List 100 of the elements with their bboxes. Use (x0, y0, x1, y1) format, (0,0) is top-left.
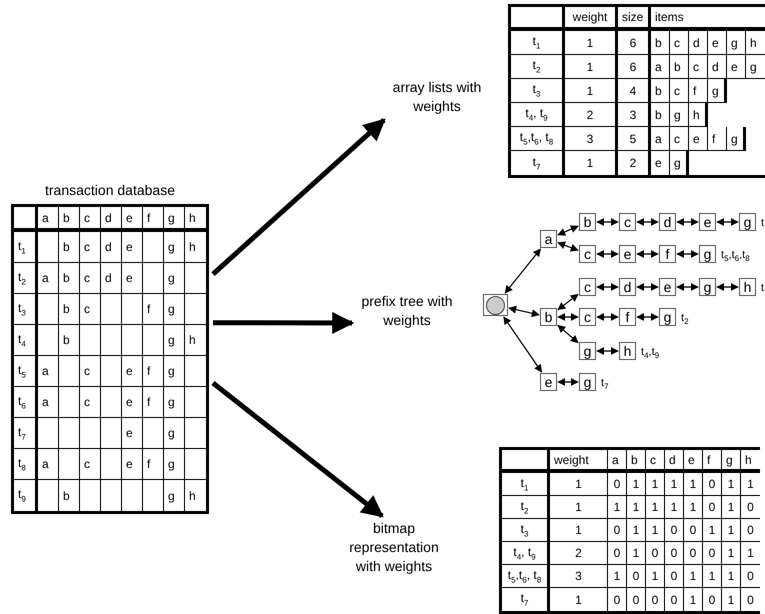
transaction-label: t$_{5}$,t$_{6}$,t$_{8}$ (721, 249, 750, 264)
tree-link (557, 324, 579, 344)
table-cell: t$_{3}$ (511, 79, 565, 103)
table-cell: 1 (550, 519, 608, 542)
table-cell: 1 (608, 565, 627, 588)
table-cell: 1 (665, 473, 684, 496)
table-cell: t$_{5}$ (14, 356, 38, 387)
table-cell: c (80, 294, 101, 325)
tree-node: g (579, 342, 596, 360)
table-cell: g (164, 294, 185, 325)
table-cell: e (122, 387, 143, 418)
table-cell: size (618, 7, 651, 31)
table-cell: 0 (608, 588, 627, 611)
table-cell: h (185, 325, 206, 356)
table-cell: d (665, 450, 684, 473)
tree-node: e (540, 373, 557, 391)
arrow (213, 312, 354, 334)
table-cell: h (689, 103, 708, 127)
table-cell: a (651, 127, 670, 151)
table-cell: 1 (703, 519, 722, 542)
table-cell: 2 (565, 103, 618, 127)
table-cell: c (80, 387, 101, 418)
table-cell: g (164, 356, 185, 387)
table-cell: t$_{1}$ (511, 31, 565, 55)
table-cell: 1 (608, 496, 627, 519)
table-cell: t$_{4}$, t$_{9}$ (511, 103, 565, 127)
table-cell: 0 (665, 565, 684, 588)
tree-node: g (699, 278, 716, 296)
table-cell: d (101, 232, 122, 263)
table-cell: h (185, 207, 206, 232)
table-cell: a (608, 450, 627, 473)
tree-link (596, 250, 619, 258)
tree-node: g (699, 245, 716, 263)
table-cell-text: 0 (746, 592, 755, 608)
table-cell: d (708, 55, 727, 79)
transaction-label: t$_{2}$ (681, 312, 689, 326)
tree-link (557, 294, 579, 310)
table-cell: g (164, 449, 185, 480)
table-cell: 0 (627, 588, 646, 611)
table-cell: 1 (565, 151, 618, 175)
table-cell: c (80, 263, 101, 294)
table-cell: 6 (618, 31, 651, 55)
table-cell: 0 (646, 588, 665, 611)
table-cell: 1 (684, 473, 703, 496)
table-cell: 5 (618, 127, 651, 151)
table-cell: 1 (646, 496, 665, 519)
table-cell: f (708, 127, 727, 151)
table-cell: t$_{3}$ (14, 294, 38, 325)
table-cell: t$_{4}$, t$_{9}$ (502, 542, 550, 565)
table-cell: t$_{7}$ (14, 418, 38, 449)
table-cell: 1 (565, 31, 618, 55)
table-cell: 1 (684, 588, 703, 611)
tree-link (557, 242, 579, 252)
table-cell: t$_{2}$ (502, 496, 550, 519)
table-cell: b (59, 263, 80, 294)
tree-node: h (619, 342, 636, 360)
table-cell: g (164, 418, 185, 449)
table-cell: b (59, 232, 80, 263)
root-node (483, 294, 508, 316)
table-cell: 1 (627, 473, 646, 496)
table-cell: d (689, 31, 708, 55)
table-cell: b (59, 325, 80, 356)
tree-node: c (619, 213, 636, 231)
table-cell: g (670, 151, 689, 175)
tree-link (557, 225, 579, 236)
table-cell: 0 (608, 519, 627, 542)
table-cell: c (646, 450, 665, 473)
table-cell: 2 (550, 542, 608, 565)
table-cell: t$_{4}$ (14, 325, 38, 356)
table-cell: g (727, 31, 746, 55)
tree-link (636, 218, 659, 226)
representation-label: prefix tree with weights (352, 292, 462, 330)
table-cell: 1 (722, 542, 741, 565)
table-cell: h (185, 232, 206, 263)
tree-node: h (739, 278, 756, 296)
table-cell: 0 (703, 496, 722, 519)
table-cell: b (670, 55, 689, 79)
tree-link (596, 283, 619, 291)
table-cell: f (143, 449, 164, 480)
table-cell: 0 (741, 565, 760, 588)
tree-link (596, 313, 619, 321)
transaction-label: t$_{7}$ (601, 377, 609, 392)
table-cell: t$_{6}$ (14, 387, 38, 418)
table-cell: 0 (665, 519, 684, 542)
table-cell: c (670, 79, 689, 103)
table-cell: f (143, 387, 164, 418)
table-cell: 2 (618, 151, 651, 175)
table-cell: t$_{2}$ (511, 55, 565, 79)
table-cell: t$_{1}$ (502, 473, 550, 496)
table-cell: 1 (741, 542, 760, 565)
table-cell: 1 (550, 588, 608, 611)
table-cell: 0 (665, 588, 684, 611)
tree-node: b (579, 213, 596, 231)
table-cell: 6 (618, 55, 651, 79)
arrow (211, 381, 384, 518)
tree-link (636, 250, 659, 258)
table-cell: 1 (665, 496, 684, 519)
table-cell: g (727, 127, 746, 151)
table-cell: 0 (741, 519, 760, 542)
table-cell: 0 (703, 588, 722, 611)
